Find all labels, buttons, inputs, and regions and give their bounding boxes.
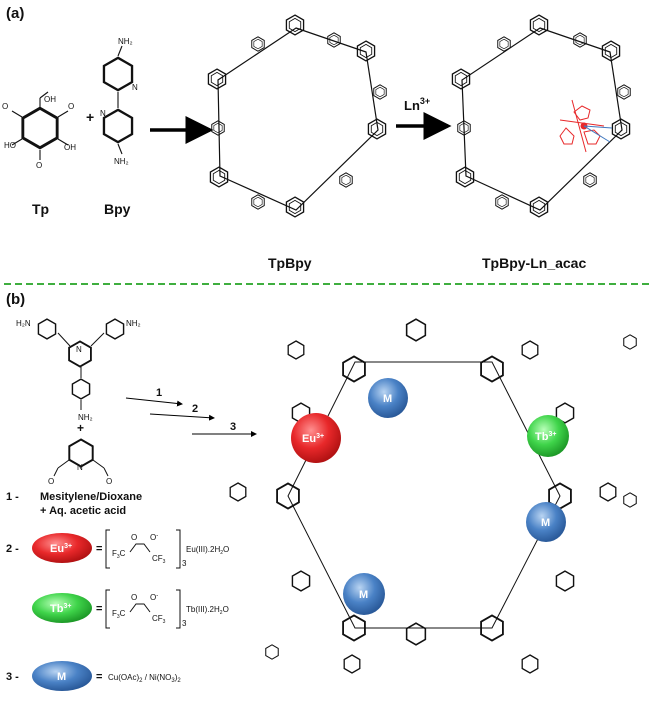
svg-text:O: O [131, 533, 137, 542]
svg-text:NH₂: NH₂ [114, 157, 129, 166]
svg-text:1 -: 1 - [6, 491, 19, 503]
svg-text:Eu3+: Eu3+ [50, 543, 72, 555]
svg-text:M: M [383, 393, 392, 405]
svg-text:CF3: CF3 [152, 554, 166, 565]
dialdehyde-monomer: N O O [48, 438, 112, 486]
step-2-eu: 2 - Eu3+ = F3C CF3 O O- 3 Eu(III).2H2O [6, 529, 229, 569]
svg-text:O-: O- [150, 533, 158, 542]
svg-text:Eu(III).2H2O: Eu(III).2H2O [186, 545, 229, 556]
svg-text:O: O [106, 477, 112, 486]
panel-a: (a) OH O O HO OH O Tp + NH₂ [2, 5, 631, 271]
network-eu-ball: Eu3+ [291, 413, 341, 463]
svg-text:NH₂: NH₂ [126, 319, 141, 328]
plus-b: + [77, 421, 84, 435]
plus-a: + [86, 109, 94, 125]
svg-text:Tb3+: Tb3+ [50, 603, 71, 615]
svg-text:O: O [36, 161, 42, 170]
svg-text:O: O [2, 102, 8, 111]
svg-text:O: O [68, 102, 74, 111]
svg-text:O-: O- [150, 593, 158, 602]
svg-text:F3C: F3C [112, 609, 126, 620]
svg-text:O: O [48, 477, 54, 486]
ln-acac-complex [559, 99, 613, 153]
svg-text:NH₂: NH₂ [78, 413, 93, 422]
svg-text:3: 3 [182, 619, 187, 628]
svg-text:CF3: CF3 [152, 614, 166, 625]
svg-text:=: = [96, 543, 102, 555]
svg-text:=: = [96, 603, 102, 615]
svg-text:F3C: F3C [112, 549, 126, 560]
tpbpy-label: TpBpy [268, 255, 312, 271]
panel-b-label: (b) [6, 291, 25, 308]
svg-text:+ Aq. acetic acid: + Aq. acetic acid [40, 505, 126, 517]
svg-text:Tb3+: Tb3+ [535, 431, 556, 443]
svg-text:3: 3 [182, 559, 187, 568]
svg-text:O: O [131, 593, 137, 602]
svg-text:2 -: 2 - [6, 543, 19, 555]
arrow-step-3: 3 [230, 421, 236, 433]
tp-molecule: OH O O HO OH O [2, 91, 76, 170]
svg-text:Eu3+: Eu3+ [302, 433, 324, 445]
arrow-step-2: 2 [192, 403, 198, 415]
step-3-metal: 3 - M = Cu(OAc)2 / Ni(NO3)2 [6, 661, 181, 691]
tpbpy-framework [207, 14, 387, 218]
network-tb-ball: Tb3+ [527, 415, 569, 457]
svg-text:=: = [96, 671, 102, 683]
svg-text:N: N [132, 83, 138, 92]
tpbpy-ln-label: TpBpy-Ln_acac [482, 255, 586, 271]
network-m-ball-right: M [526, 502, 566, 542]
tp-label: Tp [32, 201, 49, 217]
svg-text:OH: OH [64, 143, 76, 152]
step-1-conditions: 1 - Mesitylene/Dioxane + Aq. acetic acid [6, 491, 142, 517]
bpy-molecule: NH₂ N N NH₂ [100, 37, 138, 166]
network-m-ball-bottom: M [343, 573, 385, 615]
ln-reagent: Ln3+ [404, 96, 430, 113]
network-m-ball-top: M [368, 378, 408, 418]
svg-text:Mesitylene/Dioxane: Mesitylene/Dioxane [40, 491, 142, 503]
svg-text:Cu(OAc)2 / Ni(NO3)2: Cu(OAc)2 / Ni(NO3)2 [108, 673, 181, 684]
svg-text:M: M [57, 671, 66, 683]
svg-text:NH₂: NH₂ [118, 37, 133, 46]
svg-text:N: N [100, 109, 106, 118]
cof-network [229, 318, 637, 674]
panel-a-label: (a) [6, 5, 24, 22]
bpy-label: Bpy [104, 201, 131, 217]
svg-text:OH: OH [44, 95, 56, 104]
arrow-step-1: 1 [156, 387, 162, 399]
svg-text:Tb(III).2H2O: Tb(III).2H2O [186, 605, 229, 616]
tpbpy-ln-framework [451, 14, 631, 218]
svg-text:3 -: 3 - [6, 671, 19, 683]
svg-text:M: M [359, 589, 368, 601]
triamine-monomer: H₂N NH₂ NH₂ N [16, 318, 141, 422]
step-arrows: 1 2 3 [125, 387, 257, 437]
panel-b: (b) H₂N NH₂ NH₂ N + N O O [6, 291, 637, 691]
svg-text:N: N [76, 345, 82, 354]
svg-text:HO: HO [4, 141, 16, 150]
svg-text:N: N [77, 463, 83, 472]
svg-text:H₂N: H₂N [16, 319, 31, 328]
svg-text:M: M [541, 517, 550, 529]
step-2-tb: Tb3+ = F3C CF3 O O- 3 Tb(III).2H2O [32, 589, 229, 629]
